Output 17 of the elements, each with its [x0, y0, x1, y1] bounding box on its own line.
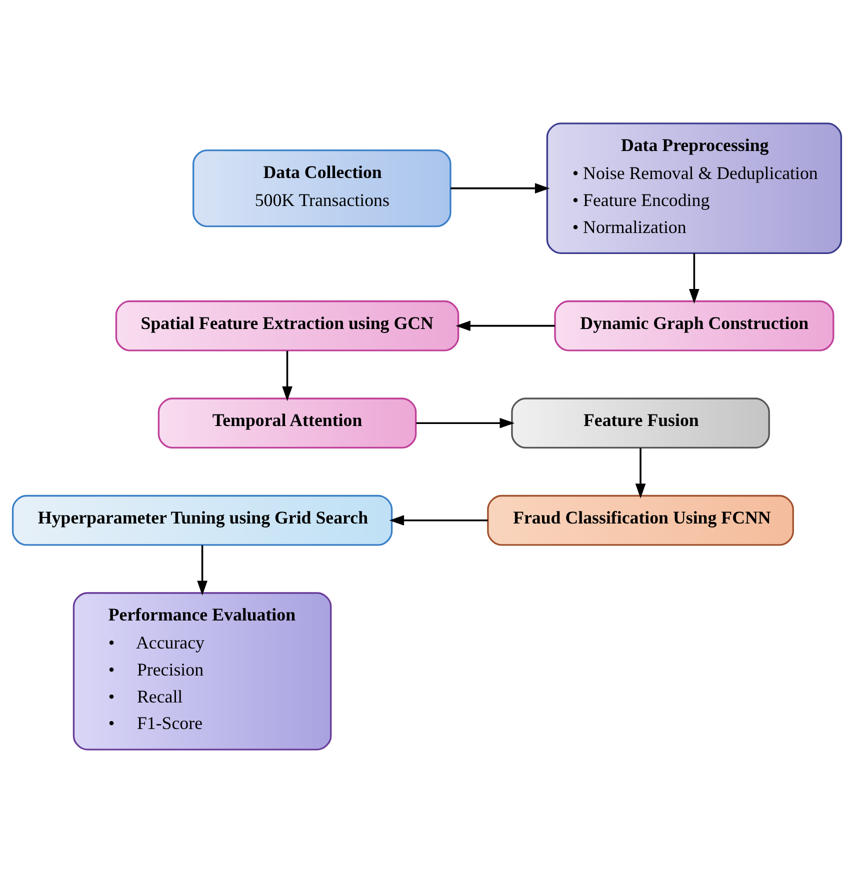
node-box: Fraud Classification Using FCNN: [487, 494, 794, 546]
node-box: Spatial Feature Extraction using GCN: [115, 300, 460, 352]
node-box: Feature Fusion: [511, 398, 770, 449]
node-box: Performance Evaluation • Accuracy • Precision • Recall • F1-Score: [72, 592, 332, 750]
arrow: [197, 545, 208, 596]
node-box: Dynamic Graph Construction: [554, 300, 834, 352]
arrow: [689, 253, 700, 304]
node-box: Data Preprocessing • Noise Removal & Deduplication • Feature Encoding • Normalization: [546, 122, 842, 254]
arrow: [282, 350, 292, 402]
arrow: [389, 515, 488, 526]
arrow: [635, 448, 646, 498]
node-box: Data Collection 500K Transactions: [192, 149, 452, 228]
arrow: [456, 320, 555, 331]
node-box: Temporal Attention: [158, 398, 417, 449]
node-box: Hyperparameter Tuning using Grid Search: [12, 494, 393, 546]
arrow: [416, 418, 515, 428]
arrow: [450, 183, 550, 194]
